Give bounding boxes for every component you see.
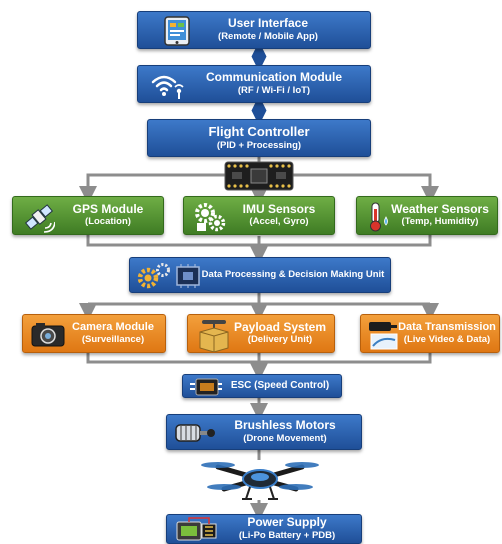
- esc-title: ESC (Speed Control): [230, 380, 330, 392]
- battery-icon: [176, 517, 217, 541]
- user-interface-subtitle: (Remote / Mobile App): [218, 30, 318, 42]
- speed-controller-icon: [190, 378, 222, 396]
- gears-icon: [195, 203, 226, 232]
- tablet-icon: [164, 16, 190, 46]
- wifi-icon: [151, 75, 184, 99]
- payload-system-title: Payload System: [233, 319, 327, 334]
- branch-to-weather: [293, 173, 439, 204]
- data-transmission-block: Data Transmission (Live Video & Data): [360, 314, 500, 353]
- drone-icon: [201, 462, 319, 500]
- imu-sensors-title: IMU Sensors: [242, 201, 316, 216]
- camera-module-title: Camera Module: [72, 321, 154, 334]
- brushless-motors-subtitle: (Drone Movement): [243, 432, 327, 444]
- camera-icon: [31, 323, 65, 347]
- communication-module-title: Communication Module: [206, 70, 342, 85]
- data-processing-title: Data Processing & Decision Making Unit: [201, 268, 385, 280]
- flight-controller-subtitle: (PID + Processing): [216, 139, 302, 151]
- user-interface-title: User Interface: [227, 16, 309, 31]
- power-supply-subtitle: (Li-Po Battery + PDB): [238, 529, 336, 541]
- thermometer-icon: [370, 202, 388, 232]
- weather-sensors-subtitle: (Temp, Humidity): [401, 216, 479, 228]
- weather-sensors-block: Weather Sensors (Temp, Humidity): [356, 196, 498, 235]
- weather-sensors-title: Weather Sensors: [391, 201, 489, 216]
- user-interface-block: User Interface (Remote / Mobile App): [137, 11, 371, 49]
- communication-module-subtitle: (RF / Wi-Fi / IoT): [237, 84, 311, 96]
- gps-module-subtitle: (Location): [85, 216, 131, 228]
- transmitter-icon: [369, 322, 398, 350]
- circuit-board-icon: [224, 161, 294, 191]
- data-processing-block: Data Processing & Decision Making Unit: [129, 257, 391, 293]
- communication-module-block: Communication Module (RF / Wi-Fi / IoT): [137, 65, 371, 103]
- payload-system-block: Payload System (Delivery Unit): [187, 314, 335, 353]
- power-supply-title: Power Supply: [247, 515, 327, 530]
- satellite-icon: [24, 204, 55, 233]
- payload-system-subtitle: (Delivery Unit): [247, 334, 313, 346]
- gps-module-title: GPS Module: [72, 201, 144, 216]
- imu-sensors-block: IMU Sensors (Accel, Gyro): [183, 196, 335, 235]
- gear-chip-icon: [137, 263, 200, 289]
- data-transmission-title: Data Transmission: [398, 321, 496, 334]
- package-icon: [199, 320, 229, 352]
- gps-module-block: GPS Module (Location): [12, 196, 164, 235]
- brushless-motors-title: Brushless Motors: [234, 418, 336, 433]
- power-supply-block: Power Supply (Li-Po Battery + PDB): [166, 514, 362, 544]
- flight-controller-block: Flight Controller (PID + Processing): [147, 119, 371, 157]
- imu-sensors-subtitle: (Accel, Gyro): [249, 216, 309, 228]
- data-transmission-subtitle: (Live Video & Data): [403, 333, 491, 345]
- esc-block: ESC (Speed Control): [182, 374, 342, 398]
- flight-controller-title: Flight Controller: [208, 123, 310, 139]
- branch-to-gps: [79, 173, 225, 204]
- camera-module-subtitle: (Surveillance): [81, 333, 145, 345]
- brushless-motors-block: Brushless Motors (Drone Movement): [166, 414, 362, 450]
- motor-icon: [175, 424, 215, 442]
- camera-module-block: Camera Module (Surveillance): [22, 314, 166, 353]
